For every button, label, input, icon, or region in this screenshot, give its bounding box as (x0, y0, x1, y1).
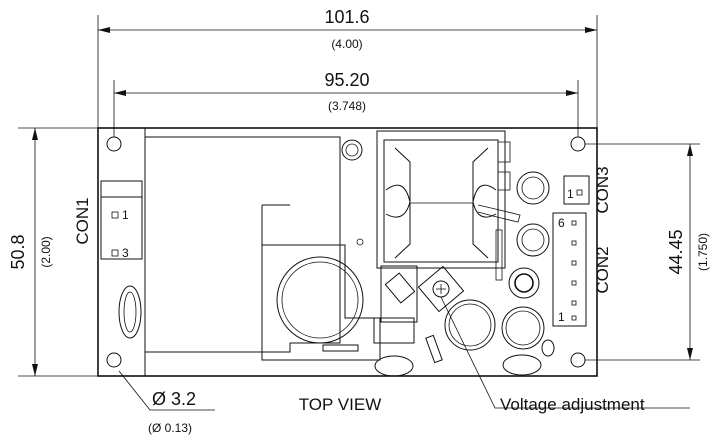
overall-height-value: 50.8 (8, 234, 28, 269)
con2-label: CON2 (593, 246, 612, 293)
board-outline (97, 127, 598, 377)
mounting-hole-top-right (570, 136, 586, 152)
transformer (376, 130, 521, 269)
con3-pin-first: 1 (567, 187, 574, 201)
overall-width-inch: (4.00) (331, 37, 362, 51)
hole-spacing-y-value: 44.45 (666, 229, 686, 274)
voltage-adjustment-label: Voltage adjustment (500, 395, 645, 414)
dimension-lines (18, 15, 700, 411)
view-label: TOP VIEW (299, 395, 382, 414)
mounting-hole-bottom-left (106, 352, 122, 368)
overall-width-value: 101.6 (324, 7, 369, 27)
mounting-hole-bottom-right (570, 352, 586, 368)
con3-label: CON3 (593, 166, 612, 213)
con1-label: CON1 (73, 197, 92, 244)
hole-diameter-inch: (Ø 0.13) (148, 421, 192, 435)
hole-spacing-y-inch: (1.750) (696, 233, 710, 271)
mounting-hole-top-left (106, 136, 122, 152)
hole-spacing-x-value: 95.20 (324, 70, 369, 90)
con1-pin-last: 3 (122, 246, 129, 260)
overall-height-inch: (2.00) (39, 236, 53, 267)
hole-spacing-x-inch: (3.748) (328, 99, 366, 113)
voltage-adjustment-potentiometer (380, 265, 465, 323)
con2-pin-first: 6 (558, 216, 565, 230)
bulk-capacitor (276, 256, 364, 344)
hole-diameter-value: Ø 3.2 (152, 389, 196, 409)
con1-pin-first: 1 (122, 208, 129, 222)
con2-pin-last: 1 (558, 310, 565, 324)
con3-body (563, 175, 590, 205)
con2-body (552, 212, 587, 327)
components (100, 130, 590, 377)
